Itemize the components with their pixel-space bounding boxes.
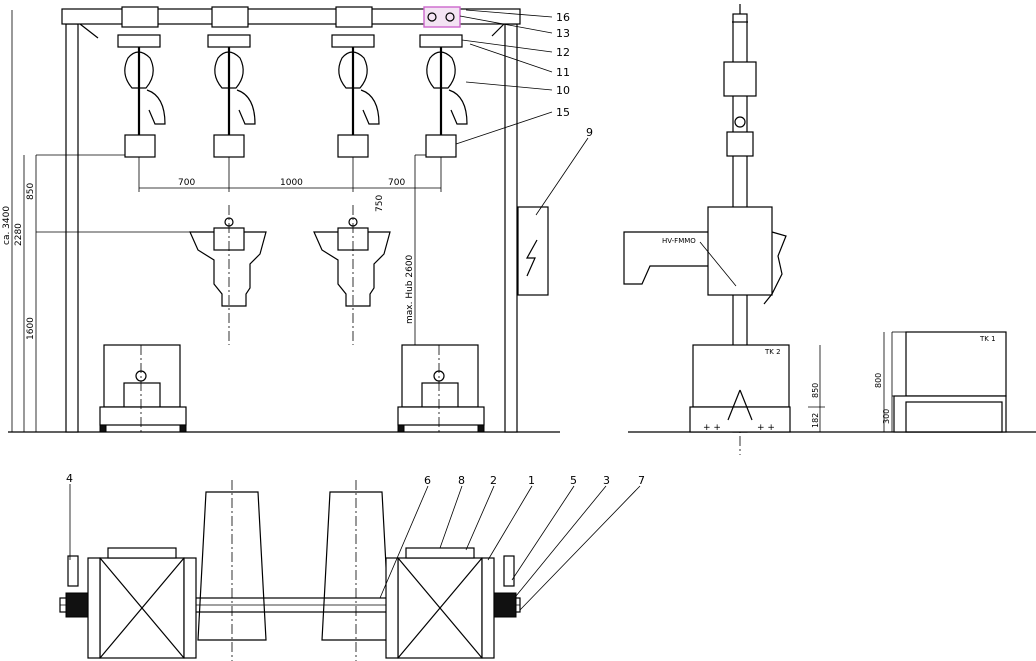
callout-2: 2 [490,474,497,487]
callout-7: 7 [638,474,645,487]
callout-1: 1 [528,474,535,487]
label-tk2: TK 2 [764,348,781,356]
callout-10: 10 [556,84,570,97]
front-view: 700 1000 700 750 850 2280 ca. 3400 1600 … [2,6,593,433]
label-tk1: TK 1 [979,335,996,343]
gantry-beam [61,8,521,25]
electrical-cabinet [517,206,549,296]
callout-16: 16 [556,11,570,24]
callout-3: 3 [603,474,610,487]
station-plan-left [65,547,197,659]
dim-2280: 2280 [14,223,24,246]
dim-800: 800 [874,373,883,388]
robot-label: HV-FMMO [662,237,696,245]
right-column [504,23,518,433]
callout-5: 5 [570,474,577,487]
lightning-symbol [525,239,538,277]
dim-182: 182 [811,413,820,428]
callout-6: 6 [424,474,431,487]
callout-8: 8 [458,474,465,487]
dim-700-left: 700 [178,178,195,188]
dim-1600: 1600 [26,317,36,340]
station-plan-right [385,547,517,659]
svg-text:+ +: + + [703,423,721,433]
station-right [397,344,485,433]
carriage-4 [419,6,468,158]
callout-13: 13 [556,27,570,40]
dim-300: 300 [882,409,891,424]
callout-11: 11 [556,66,570,79]
dim-750: 750 [375,195,385,212]
dim-700-right: 700 [388,178,405,188]
station-tk1 [905,331,1007,397]
workpiece-left [189,205,267,345]
dim-850-side: 850 [811,383,820,398]
station-tk2 [692,344,790,408]
carriage-1 [117,6,166,158]
dim-850: 850 [26,183,36,200]
workpiece-right [313,205,391,345]
carriage-3 [331,6,380,158]
dim-3400: ca. 3400 [2,206,12,245]
side-view: HV-FMMO TK 2 + + + + 850 182 TK 1 800 30… [623,4,1036,455]
highlighted-carriage [423,6,461,28]
left-column [65,23,79,433]
callout-9: 9 [586,126,593,139]
robot-head [707,206,773,296]
callout-12: 12 [556,46,570,59]
callout-15: 15 [556,106,570,119]
svg-text:+ +: + + [757,423,775,433]
station-left [99,344,187,433]
workpiece-plan-left [197,491,267,641]
dim-1000: 1000 [280,178,303,188]
callout-4: 4 [66,472,73,485]
dim-max-hub: max. Hub 2600 [405,254,415,324]
carriage-2 [207,6,256,158]
plan-view: 4 6 8 2 1 5 3 7 [59,472,645,661]
